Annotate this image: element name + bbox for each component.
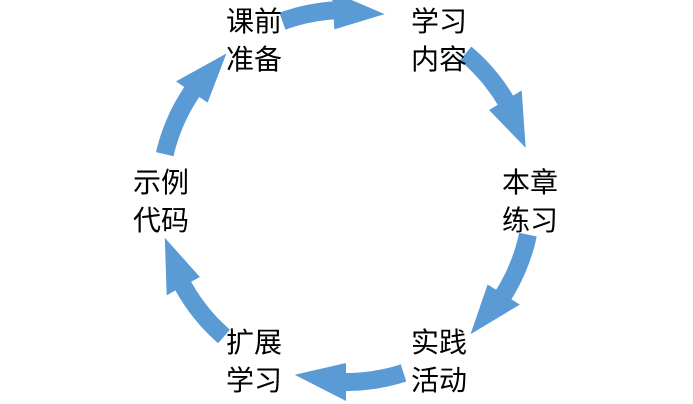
- step-extend-line1: 扩展: [225, 326, 282, 359]
- step-label-extend: 扩展 学习: [214, 324, 294, 400]
- arrow-example-to-prep: [156, 53, 227, 157]
- step-exercise-line2: 练习: [501, 204, 558, 237]
- arrow-practice-to-extend: [294, 363, 407, 401]
- step-example-line2: 代码: [132, 204, 189, 237]
- arrow-learn-to-exercise: [459, 46, 526, 148]
- arrow-extend-to-example: [164, 237, 230, 344]
- step-learn-line2: 内容: [410, 43, 467, 76]
- arrow-exercise-to-practice: [470, 232, 537, 335]
- step-label-prep: 课前 准备: [214, 3, 294, 79]
- step-label-learn: 学习 内容: [399, 3, 479, 79]
- step-label-exercise: 本章 练习: [490, 164, 570, 240]
- step-prep-line2: 准备: [225, 43, 282, 76]
- step-label-practice: 实践 活动: [399, 324, 479, 400]
- arrow-prep-to-learn: [279, 0, 385, 30]
- step-extend-line2: 学习: [225, 364, 282, 397]
- step-label-example: 示例 代码: [121, 164, 201, 240]
- step-practice-line1: 实践: [410, 326, 467, 359]
- step-practice-line2: 活动: [410, 364, 467, 397]
- step-learn-line1: 学习: [410, 5, 467, 38]
- step-exercise-line1: 本章: [501, 166, 558, 199]
- step-prep-line1: 课前: [225, 5, 282, 38]
- step-example-line1: 示例: [132, 166, 189, 199]
